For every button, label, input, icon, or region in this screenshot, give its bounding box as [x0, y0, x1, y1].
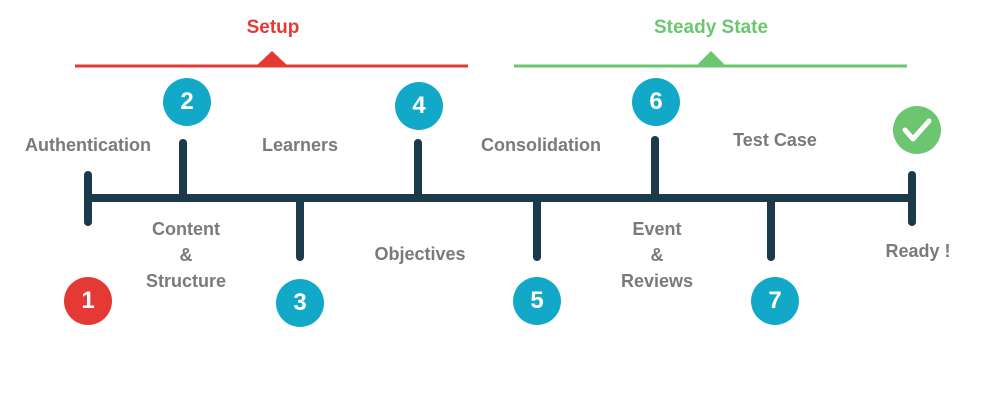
step-7-badge: 7	[751, 277, 799, 325]
step-4-label: Objectives	[374, 244, 466, 264]
step-2-badge: 2	[163, 78, 211, 126]
step-3-label: Learners	[261, 135, 339, 155]
step-2-label: Content & Structure	[145, 219, 227, 291]
step-5-label: Consolidation	[481, 135, 601, 155]
step-6-label: Event & Reviews	[620, 219, 694, 291]
step-1-badge: 1	[64, 277, 112, 325]
step-4-badge: 4	[395, 82, 443, 130]
ready-label: Ready !	[885, 241, 951, 261]
phase-setup-label: Setup	[246, 17, 300, 38]
check-icon	[893, 106, 941, 154]
step-1-label: Authentication	[25, 135, 151, 155]
step-6-badge: 6	[632, 78, 680, 126]
setup-bracket-pointer	[256, 51, 288, 66]
step-3-badge: 3	[276, 279, 324, 327]
step-5-badge: 5	[513, 277, 561, 325]
steady-bracket-pointer	[696, 51, 726, 66]
phase-steady-label: Steady State	[653, 17, 769, 38]
step-7-label: Test Case	[733, 130, 817, 150]
